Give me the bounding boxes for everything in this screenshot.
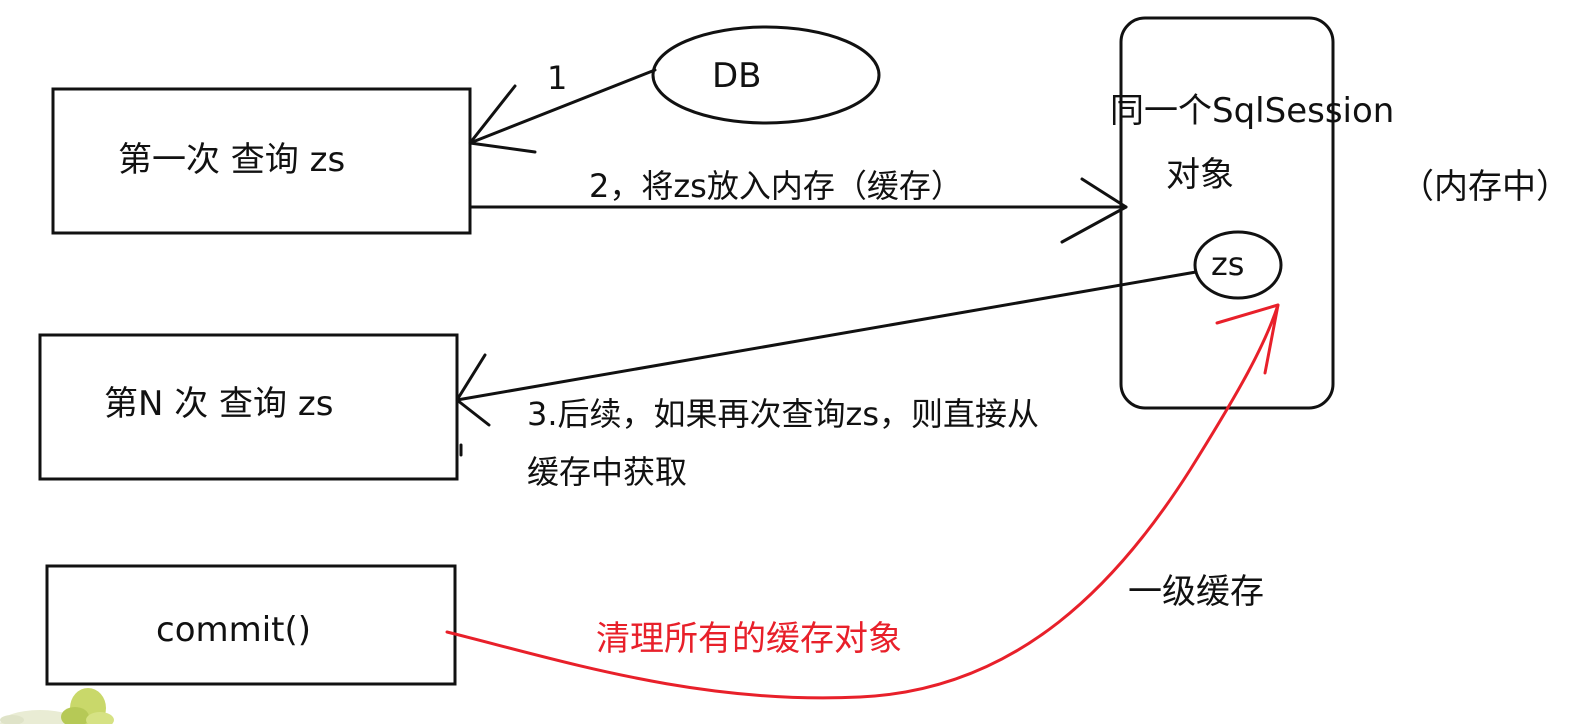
db-ellipse	[651, 25, 881, 125]
db-to-query-arrow	[468, 68, 657, 154]
memory-label: （内存中）	[1400, 167, 1570, 207]
cached-zs-label: zs	[1211, 245, 1245, 283]
step-3-label-line2: 缓存中获取	[527, 453, 688, 491]
db-label: DB	[712, 56, 762, 96]
first-query-box	[51, 87, 472, 235]
commit-box	[45, 564, 457, 686]
plant-decoration-icon	[0, 688, 114, 724]
commit-clear-arrow	[445, 303, 1280, 700]
step-3-label-line1: 3.后续，如果再次查询zs，则直接从	[527, 395, 1040, 433]
cache-to-query-arrow	[455, 270, 1198, 457]
nth-query-label: 第N 次 查询 zs	[104, 384, 334, 424]
step-2-label: 2，将zs放入内存（缓存）	[589, 167, 963, 205]
sqlsession-title: 同一个SqlSession	[1110, 91, 1395, 131]
first-query-label: 第一次 查询 zs	[118, 140, 346, 180]
zs-cache-ellipse	[1193, 230, 1283, 300]
first-level-cache-label: 一级缓存	[1128, 572, 1264, 612]
session-object-label: 对象	[1166, 155, 1234, 195]
nth-query-box	[38, 333, 459, 481]
commit-note-label: 清理所有的缓存对象	[596, 619, 902, 659]
step-1-label: 1	[547, 59, 568, 97]
commit-label: commit()	[156, 610, 312, 650]
sqlsession-box	[1119, 16, 1335, 410]
store-to-cache-arrow	[468, 177, 1128, 244]
